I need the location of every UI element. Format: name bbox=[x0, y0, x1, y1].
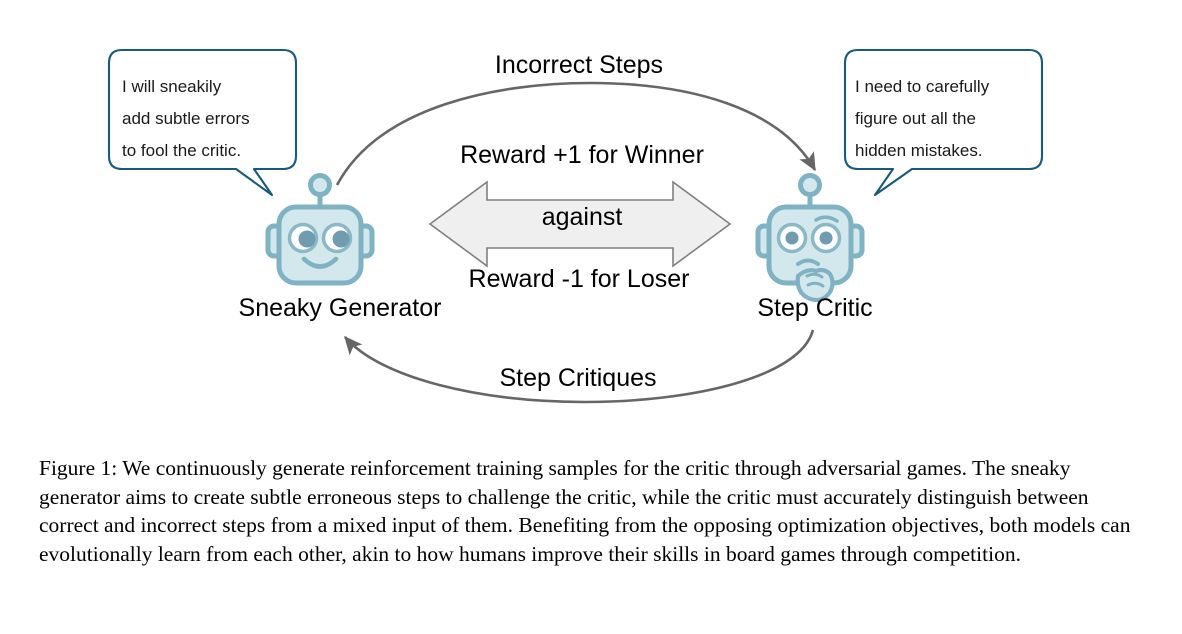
figure-caption: Figure 1: We continuously generate reinf… bbox=[39, 456, 1131, 566]
diagram-graphics bbox=[107, 48, 1044, 404]
against-label: against bbox=[541, 203, 623, 231]
speech-bubble-sneaky-generator bbox=[107, 48, 298, 197]
bottom-flow-arrow bbox=[344, 329, 815, 404]
reward-loser-label: Reward -1 for Loser bbox=[468, 265, 690, 293]
top-flow-arrow bbox=[335, 81, 817, 186]
agent-label-step-critic: Step Critic bbox=[757, 294, 873, 322]
adversarial-game-diagram: Incorrect Steps Reward +1 for Winner aga… bbox=[107, 48, 1044, 404]
robot-smiling-icon bbox=[265, 173, 375, 286]
bubble-line: I will sneakily bbox=[122, 77, 222, 96]
speech-bubble-step-critic bbox=[843, 48, 1044, 197]
bubble-line: I need to carefully bbox=[855, 77, 990, 96]
bubble-line: figure out all the bbox=[855, 109, 976, 128]
speech-bubble-text-sneaky-generator: I will sneakily add subtle errors to foo… bbox=[122, 71, 250, 167]
robot-thinking-icon bbox=[755, 173, 865, 303]
against-double-arrow bbox=[428, 180, 732, 268]
reward-winner-label: Reward +1 for Winner bbox=[460, 141, 704, 169]
agent-label-sneaky-generator: Sneaky Generator bbox=[238, 294, 442, 322]
bubble-line: hidden mistakes. bbox=[855, 141, 983, 160]
bubble-line: to fool the critic. bbox=[122, 141, 242, 160]
top-flow-label: Incorrect Steps bbox=[494, 51, 664, 79]
speech-bubble-text-step-critic: I need to carefully figure out all the h… bbox=[855, 71, 989, 167]
bottom-flow-label: Step Critiques bbox=[499, 364, 657, 392]
bubble-line: add subtle errors bbox=[122, 109, 250, 128]
